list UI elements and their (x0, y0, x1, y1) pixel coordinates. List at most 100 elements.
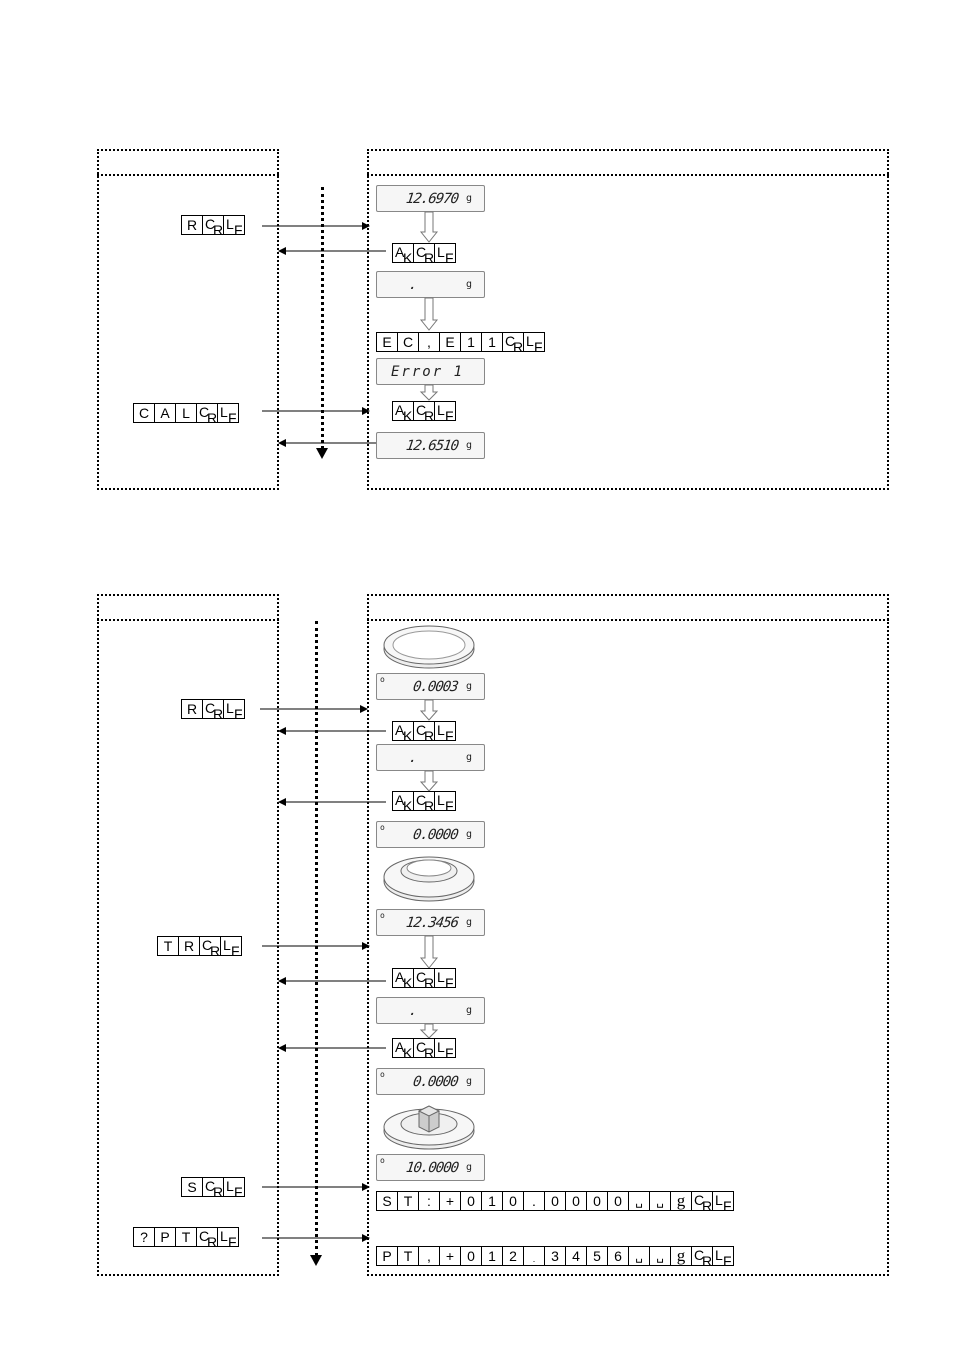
key-t: T (397, 1246, 419, 1266)
cr-r: R (210, 943, 221, 959)
balance-header-divider-2 (367, 619, 889, 621)
key-6: 6 (607, 1246, 629, 1266)
arrow-left-2 (278, 439, 376, 447)
stable-mark: o (380, 675, 385, 684)
display-unit: g (465, 193, 472, 204)
lf-l: L (437, 722, 445, 738)
lf-f: F (234, 222, 243, 238)
cr-r: R (207, 1234, 218, 1250)
time-axis-arrowhead-1 (316, 448, 328, 459)
display-unit: g (465, 1076, 472, 1087)
key-s: S (181, 1177, 203, 1197)
display-value: . (407, 1003, 418, 1019)
error-text: Error 1 (391, 364, 465, 380)
stable-mark: o (380, 1070, 385, 1079)
cr-r: R (702, 1198, 713, 1214)
lf-l: L (437, 969, 445, 985)
key-t: T (157, 936, 179, 956)
lf-f: F (445, 408, 454, 424)
ak-a: A (395, 1039, 405, 1055)
lf-f: F (228, 1234, 237, 1250)
key-c: C (133, 403, 155, 423)
display-value: 12.6970 (404, 191, 460, 207)
lf-l: L (223, 937, 231, 953)
lf-l: L (526, 333, 534, 349)
key-plus: + (439, 1191, 461, 1211)
key-0: 0 (502, 1191, 524, 1211)
ak-k: K (403, 975, 413, 991)
cr-r: R (424, 975, 435, 991)
cr-r: R (207, 410, 218, 426)
key-4: 4 (565, 1246, 587, 1266)
arrow-left-4 (278, 798, 386, 806)
cr-c: C (205, 700, 216, 716)
lf-f: F (445, 728, 454, 744)
cr-r: R (424, 1045, 435, 1061)
key-c: C (397, 332, 419, 352)
ak-a: A (395, 244, 405, 260)
display-value: 10.0000 (404, 1160, 460, 1176)
key-plus: + (439, 1246, 461, 1266)
key-comma: , (418, 332, 440, 352)
lf-f: F (534, 339, 543, 355)
cr-c: C (205, 216, 216, 232)
stable-mark: o (380, 1156, 385, 1165)
key-l: L (175, 403, 197, 423)
time-axis-arrowhead-2 (310, 1255, 322, 1266)
key-space: ␣ (628, 1191, 650, 1211)
stable-mark: o (380, 911, 385, 920)
down-arrow-icon (419, 384, 439, 401)
lf-l: L (226, 700, 234, 716)
lf-f: F (723, 1253, 732, 1269)
key-dot: . (523, 1246, 545, 1266)
ak-a: A (395, 969, 405, 985)
key-r: R (181, 215, 203, 235)
key-3: 3 (544, 1246, 566, 1266)
down-arrow-icon (419, 297, 439, 331)
lf-l: L (437, 244, 445, 260)
key-space: ␣ (649, 1246, 671, 1266)
time-axis-1 (321, 187, 324, 449)
lf-f: F (234, 1184, 243, 1200)
host-panel-1 (97, 149, 279, 490)
display-unit: g (465, 829, 472, 840)
host-panel-2 (97, 594, 279, 1276)
lf-l: L (220, 404, 228, 420)
cr-c: C (202, 937, 213, 953)
arrow-left-5 (278, 977, 386, 985)
lf-l: L (715, 1247, 723, 1263)
cr-r: R (513, 339, 524, 355)
pan-with-container-icon (383, 856, 475, 902)
ak-k: K (403, 408, 413, 424)
display-value: 0.0003 (412, 679, 460, 695)
key-space: ␣ (649, 1191, 671, 1211)
cr-r: R (424, 728, 435, 744)
time-axis-2 (315, 621, 318, 1256)
down-arrow-icon (419, 211, 439, 243)
